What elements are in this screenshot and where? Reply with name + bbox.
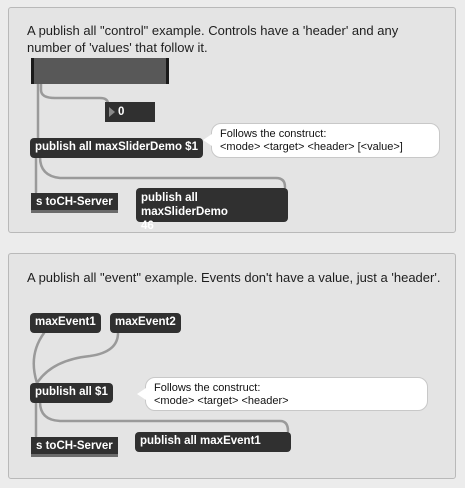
control-construct-comment: Follows the construct: <mode> <target> <… <box>203 123 440 158</box>
number-box-value: 0 <box>118 106 125 118</box>
comment-pointer <box>203 134 212 146</box>
send-to-server-object[interactable]: s toCH-Server <box>31 437 118 457</box>
max-event2-message[interactable]: maxEvent2 <box>110 313 181 333</box>
result-message-line-2: 46 <box>141 220 154 232</box>
comment-line-2: <mode> <target> <header> <box>154 395 289 407</box>
comment-line-1: Follows the construct: <box>154 382 261 394</box>
publish-slider-message[interactable]: publish all maxSliderDemo $1 <box>30 138 203 158</box>
control-description: A publish all "control" example. Control… <box>27 23 399 55</box>
comment-line-1: Follows the construct: <box>220 128 327 140</box>
send-to-server-object[interactable]: s toCH-Server <box>31 193 118 213</box>
event-description: A publish all "event" example. Events do… <box>27 270 441 285</box>
max-event1-message[interactable]: maxEvent1 <box>30 313 101 333</box>
horizontal-slider[interactable] <box>31 58 169 84</box>
publish-event-message[interactable]: publish all $1 <box>30 383 113 403</box>
number-box-arrow-icon <box>109 107 115 117</box>
comment-pointer <box>137 388 146 400</box>
result-message-line-1: publish all maxSliderDemo <box>141 192 228 218</box>
slider-result-message[interactable]: publish all maxSliderDemo 46 <box>136 188 288 232</box>
event-construct-comment: Follows the construct: <mode> <target> <… <box>137 377 428 411</box>
number-box[interactable]: 0 <box>105 102 155 122</box>
event-result-message[interactable]: publish all maxEvent1 <box>135 432 291 452</box>
comment-line-2: <mode> <target> <header> [<value>] <box>220 141 403 153</box>
